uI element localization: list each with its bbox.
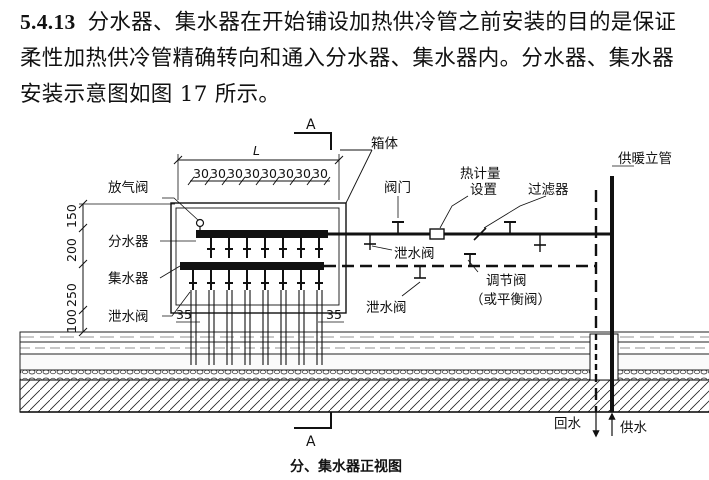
return-pipe [324,253,596,279]
floor-loop-pipes [190,290,323,365]
dimension-edge-right: 35 [326,307,342,322]
dimension-height-200: 200 [64,238,79,262]
label-filter: 过滤器 [528,182,569,198]
section-number: 5.4.13 [20,10,76,34]
label-heat-meter-line2: 设置 [470,182,497,198]
label-distributor: 分水器 [108,234,149,250]
label-supply-water: 供水 [620,420,648,436]
label-drain-valve-pipe: 泄水阀 [394,246,435,262]
dimension-spacing-1: 30 [193,166,209,181]
label-drain-valve-left: 泄水阀 [108,309,149,325]
dimension-spacing-4: 30 [244,166,260,181]
dimension-width-label: L [253,143,260,158]
section-mark: A A [294,117,332,450]
riser-pipes [589,165,634,438]
dimension-spacing-2: 30 [210,166,226,181]
label-return-water: 回水 [554,416,582,432]
dimension-height-250: 250 [64,283,79,307]
collector-manifold [180,262,324,290]
dimension-height-150: 150 [64,204,79,228]
figure-caption: 分、集水器正视图 [290,458,402,475]
dimension-spacing-3: 30 [227,166,243,181]
label-balance-valve: （或平衡阀） [470,292,551,308]
section-mark-bottom: A [306,434,316,450]
label-drain-valve-bottom: 泄水阀 [366,300,407,316]
dimension-spacing-8: 30 [312,166,328,181]
label-collector: 集水器 [108,271,149,287]
section-text: 分水器、集水器在开始铺设加热供冷管之前安装的目的是保证柔性加热供冷管精确转向和通… [20,10,677,107]
label-vent-valve: 放气阀 [108,180,149,196]
distributor-manifold [195,218,328,258]
supply-pipe [328,221,612,252]
dimension-edge-left: 35 [176,307,192,322]
dimension-spacing-7: 30 [295,166,311,181]
dimension-spacing-5: 30 [261,166,277,181]
label-riser: 供暖立管 [618,151,672,167]
section-mark-top: A [306,117,316,133]
label-valve: 阀门 [384,180,411,196]
cabinet-box [170,149,373,314]
leader-lines [159,195,547,317]
label-heat-meter-line1: 热计量 [460,166,501,182]
floor-layers [19,331,709,413]
label-cabinet: 箱体 [371,136,398,152]
dimension-height-100: 100 [64,309,79,333]
label-regulating-valve: 调节阀 [486,273,527,289]
dimension-spacing-6: 30 [278,166,294,181]
